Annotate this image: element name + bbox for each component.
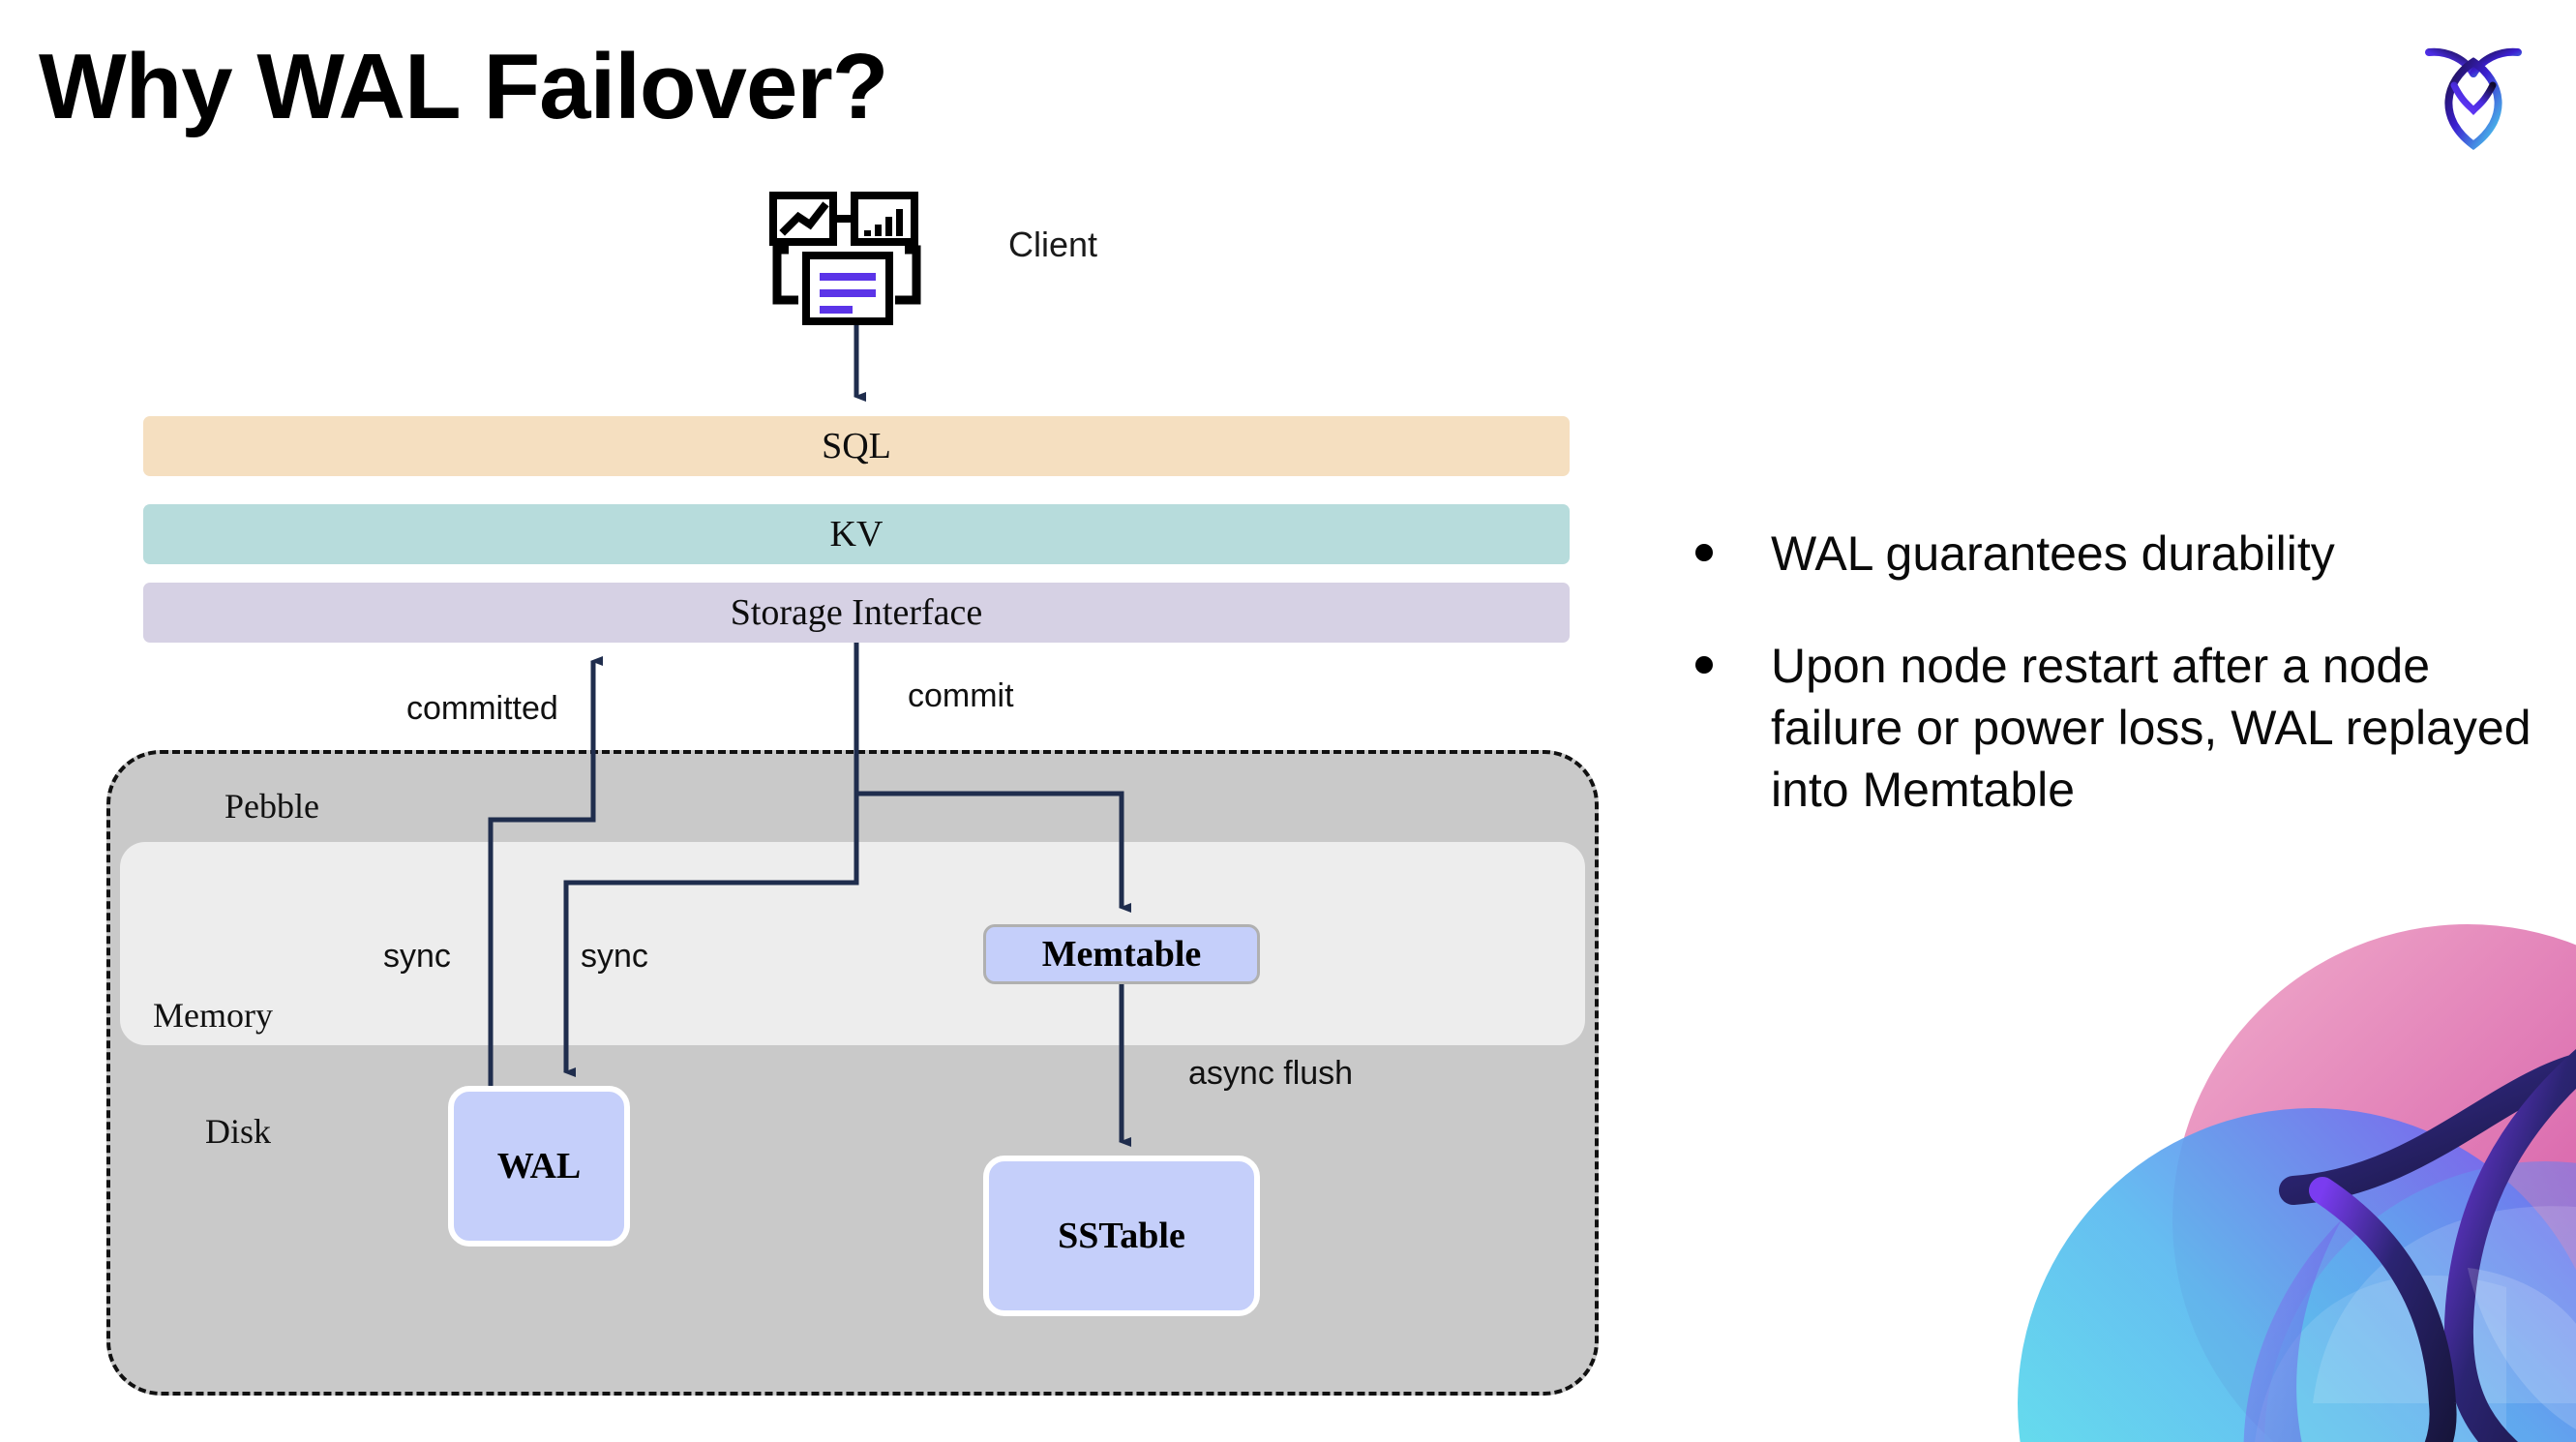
edge-label-sync-b: sync bbox=[581, 938, 648, 975]
client-dashboard-icon bbox=[769, 192, 924, 327]
edge-label-async-flush: async flush bbox=[1188, 1055, 1354, 1092]
edge-label-sync-a: sync bbox=[383, 938, 451, 975]
layer-bar-storage-interface-label: Storage Interface bbox=[730, 592, 983, 633]
node-wal-label: WAL bbox=[496, 1146, 582, 1187]
client-label: Client bbox=[1008, 225, 1098, 264]
bullet-list: WAL guarantees durability Upon node rest… bbox=[1695, 523, 2547, 871]
pebble-label: Pebble bbox=[225, 787, 319, 826]
memory-zone bbox=[120, 842, 1585, 1045]
page-title: Why WAL Failover? bbox=[39, 35, 888, 138]
node-memtable-label: Memtable bbox=[1041, 934, 1202, 975]
memory-zone-label: Memory bbox=[153, 996, 273, 1035]
node-wal: WAL bbox=[448, 1086, 630, 1247]
layer-bar-kv-label: KV bbox=[829, 514, 884, 555]
layer-bar-kv: KV bbox=[143, 504, 1570, 564]
bullet-dot-icon bbox=[1695, 544, 1713, 561]
cockroachdb-decorative-mark bbox=[1926, 900, 2576, 1442]
bullet-text: WAL guarantees durability bbox=[1771, 526, 2335, 581]
node-sstable: SSTable bbox=[983, 1156, 1260, 1316]
cockroachdb-logo-icon bbox=[2417, 37, 2530, 161]
layer-bar-sql-label: SQL bbox=[822, 426, 891, 466]
node-sstable-label: SSTable bbox=[1058, 1216, 1185, 1256]
node-memtable: Memtable bbox=[983, 924, 1260, 984]
edge-label-committed: committed bbox=[406, 690, 558, 727]
bullet-dot-icon bbox=[1695, 656, 1713, 674]
layer-bar-sql: SQL bbox=[143, 416, 1570, 476]
list-item: WAL guarantees durability bbox=[1695, 523, 2547, 585]
list-item: Upon node restart after a node failure o… bbox=[1695, 635, 2547, 821]
layer-bar-storage-interface: Storage Interface bbox=[143, 583, 1570, 643]
disk-zone-label: Disk bbox=[205, 1112, 272, 1151]
edge-label-commit: commit bbox=[908, 677, 1014, 714]
bullet-text: Upon node restart after a node failure o… bbox=[1771, 639, 2531, 817]
